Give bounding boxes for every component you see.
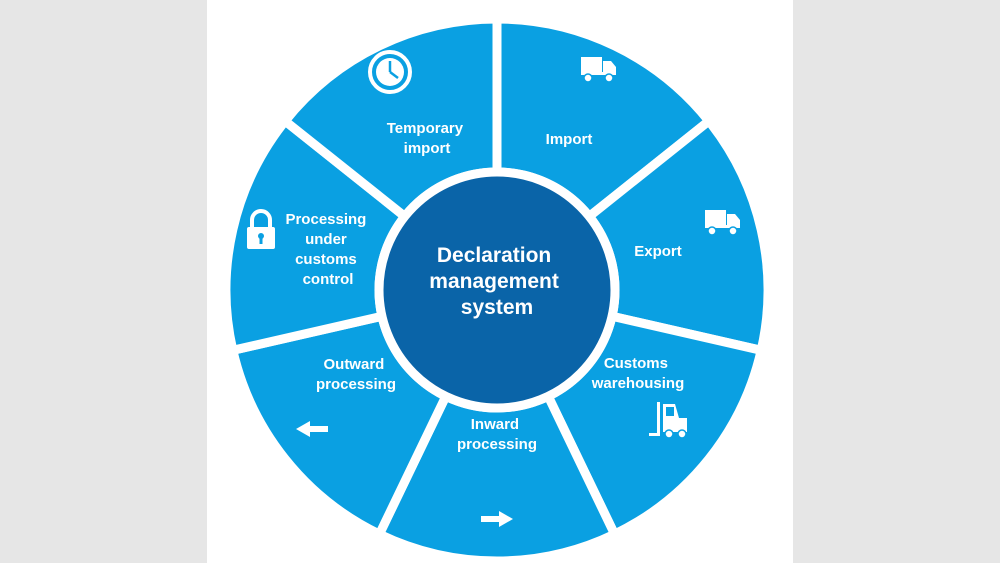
arrow-right-icon: [481, 511, 513, 527]
segment-label-line: Outward: [323, 356, 384, 373]
segment-label-line: under: [305, 231, 347, 248]
segment-label-inward-processing: Inward processing: [457, 416, 537, 453]
center-hub[interactable]: [374, 167, 620, 413]
segment-label-outward-processing: Outward processing: [316, 356, 396, 393]
segment-label-import: Import: [546, 131, 593, 148]
center-label-line: system: [461, 296, 533, 319]
center-label-line: management: [429, 270, 559, 293]
segment-label-line: warehousing: [591, 375, 685, 392]
segment-label-temporary-import: Temporary import: [387, 120, 468, 157]
segment-label-line: customs: [295, 251, 357, 268]
lock-icon: [247, 209, 275, 249]
segment-label-line: Customs: [604, 355, 668, 372]
truck-icon: [705, 210, 740, 236]
segment-label-line: Temporary: [387, 120, 464, 137]
truck-icon: [581, 57, 616, 83]
center-label: Declaration management system: [429, 244, 564, 319]
segment-label-line: control: [303, 271, 354, 288]
segment-label-line: import: [404, 140, 451, 157]
segment-label-customs-warehousing: Customs warehousing: [591, 355, 685, 392]
arrow-left-icon: [296, 421, 328, 437]
segment-label-line: Export: [634, 243, 682, 260]
segment-label-line: Inward: [471, 416, 519, 433]
segment-label-line: processing: [316, 376, 396, 393]
segment-label-processing-under-customs-control: Processing under customs control: [285, 211, 370, 288]
segment-label-line: Import: [546, 131, 593, 148]
clock-icon: [368, 50, 412, 94]
segment-label-export: Export: [634, 243, 682, 260]
forklift-icon: [649, 402, 687, 439]
center-label-line: Declaration: [437, 244, 551, 267]
segment-label-line: Processing: [285, 211, 366, 228]
segment-label-line: processing: [457, 436, 537, 453]
